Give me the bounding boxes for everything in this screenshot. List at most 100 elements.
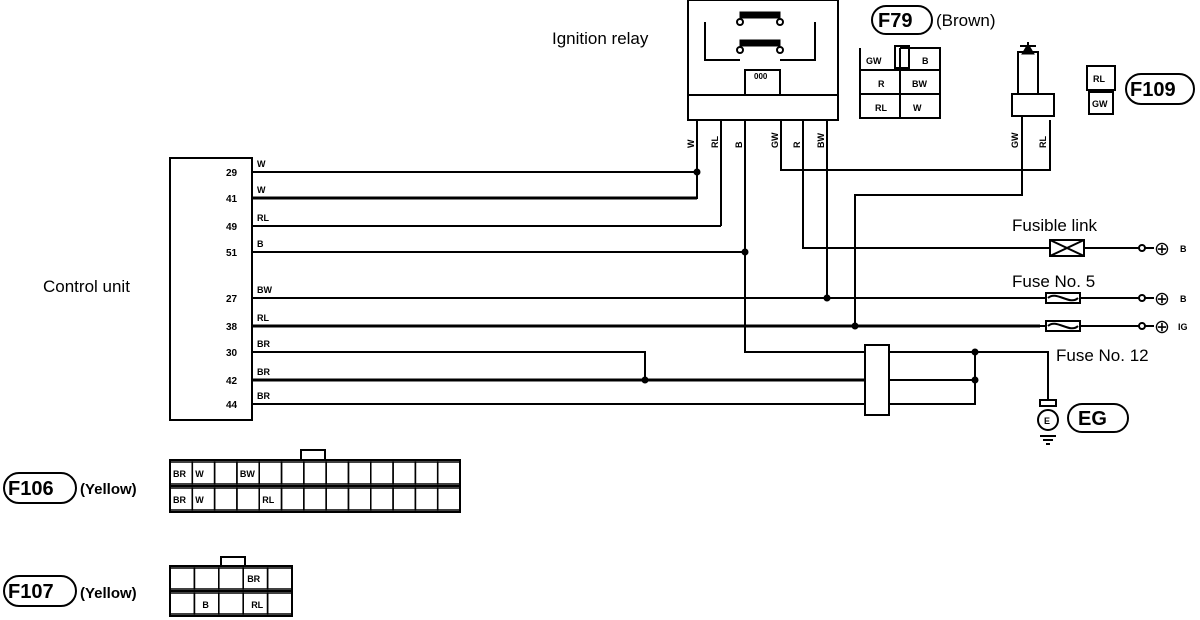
f106-cell [280, 487, 305, 511]
f109-cell: GW [1092, 99, 1108, 109]
wire-color-label: BR [257, 367, 270, 377]
f106-cell [325, 461, 350, 485]
f106-cell [436, 461, 461, 485]
f106-cell-label: W [195, 495, 204, 505]
f106-color-label: (Yellow) [80, 481, 137, 498]
f106-badge: F106 [3, 472, 77, 504]
relay-wire-label: W [686, 139, 696, 148]
f79-cell: B [922, 56, 929, 66]
f109-badge: F109 [1125, 73, 1195, 105]
f109-cell: RL [1093, 74, 1105, 84]
f79-cell: GW [866, 56, 882, 66]
f79-connector: GW B R BW RL W [866, 56, 929, 113]
f106-cell-label: BR [173, 495, 186, 505]
fusible-link-label: Fusible link [1012, 216, 1098, 235]
f79-color-label: (Brown) [936, 11, 996, 30]
f107-badge: F107 [3, 575, 77, 607]
f106-cell [303, 461, 327, 485]
ignition-relay-label: Ignition relay [552, 29, 649, 48]
battery-terminal-icon: ⊕ [1154, 239, 1170, 260]
f79-badge: F79 [871, 5, 933, 35]
ignition-relay-box [687, 0, 839, 121]
terminal-b-label: B [1180, 244, 1187, 254]
control-unit-pin-number: 44 [226, 400, 238, 411]
control-unit-pin-number: 30 [226, 348, 238, 359]
f107-connector: BR B RL [169, 567, 293, 615]
svg-text:F107: F107 [8, 581, 54, 603]
f106-cell [436, 487, 461, 511]
control-unit-pin-number: 42 [226, 376, 238, 387]
f107-cell [218, 592, 244, 615]
relay-wire-label: B [734, 141, 744, 148]
battery-terminal-icon: ⊕ [1154, 289, 1170, 310]
wire-color-label: BW [257, 285, 272, 295]
control-unit-box [169, 157, 253, 421]
f106-cell [236, 487, 260, 511]
f106-cell [414, 461, 439, 485]
f106-cell [258, 461, 283, 485]
f106-cell [414, 487, 439, 511]
f106-cell [213, 487, 238, 511]
svg-text:F109: F109 [1130, 79, 1176, 101]
f106-cell [392, 487, 417, 511]
f79-cell: RL [875, 103, 887, 113]
ground-e-label: E [1044, 416, 1050, 426]
f106-cell-label: BR [173, 469, 186, 479]
f107-cell [218, 567, 244, 590]
wire-color-label: RL [257, 213, 269, 223]
terminal-b-label: B [1180, 294, 1187, 304]
control-unit-pin-number: 41 [226, 194, 238, 205]
fuse-5-label: Fuse No. 5 [1012, 272, 1095, 291]
f106-cell [325, 487, 350, 511]
f106-cell-label: BW [240, 469, 255, 479]
terminal-ig-label: IG [1178, 322, 1188, 332]
f107-cell [266, 592, 293, 615]
svg-text:EG: EG [1078, 408, 1107, 430]
ignition-terminal-icon: ⊕ [1154, 317, 1170, 338]
relay-wire-label: BW [816, 133, 826, 148]
f107-cell-label: RL [251, 600, 263, 610]
f106-cell [392, 461, 417, 485]
f107-cell-label: BR [247, 574, 260, 584]
f79-cell: R [878, 79, 885, 89]
svg-text:F106: F106 [8, 478, 54, 500]
diode-wire-label: RL [1038, 136, 1048, 148]
control-unit-pin-number: 38 [226, 322, 238, 333]
wire-color-label: RL [257, 313, 269, 323]
wire-color-label: BR [257, 339, 270, 349]
f79-cell: BW [912, 79, 927, 89]
wire-color-label: W [257, 185, 266, 195]
f106-cell-label: RL [262, 495, 274, 505]
f107-cell [266, 567, 293, 590]
f106-cell [370, 461, 394, 485]
control-unit-pin-number: 29 [226, 168, 238, 179]
wire-color-label: W [257, 159, 266, 169]
f107-cell [193, 567, 220, 590]
control-unit-pin-number: 27 [226, 294, 238, 305]
control-unit-pin-number: 49 [226, 222, 238, 233]
diode-wire-labels: GW RL [1010, 132, 1048, 148]
f106-cell [280, 461, 305, 485]
f107-cell [169, 567, 196, 590]
f106-cell [303, 487, 327, 511]
fuse-12-label: Fuse No. 12 [1056, 346, 1149, 365]
relay-wire-label: RL [710, 136, 720, 148]
relay-coil-label: 000 [754, 72, 768, 81]
eg-badge: EG [1067, 403, 1129, 433]
relay-wire-label: R [792, 141, 802, 148]
control-unit-label: Control unit [43, 277, 130, 296]
wire-color-label: BR [257, 391, 270, 401]
f106-cell [347, 487, 372, 511]
f106-cell [347, 461, 372, 485]
f107-cell-label: B [202, 600, 209, 610]
f106-cell [213, 461, 238, 485]
control-unit-pin-number: 51 [226, 248, 238, 259]
svg-text:F79: F79 [878, 10, 912, 32]
wire-color-label: B [257, 239, 264, 249]
diode-wire-label: GW [1010, 132, 1020, 148]
f79-cell: W [913, 103, 922, 113]
